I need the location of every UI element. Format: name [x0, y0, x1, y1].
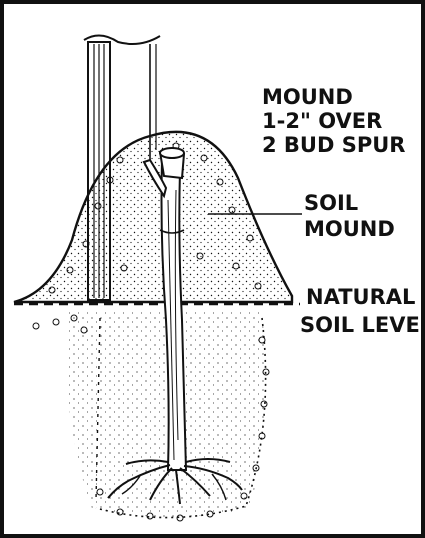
natural-soil-label-line1: NATURAL	[306, 285, 415, 309]
mound-label-line2: 1-2" OVER	[262, 109, 382, 133]
planting-hole	[33, 312, 269, 521]
natural-soil-label-line2: SOIL LEVEL	[300, 313, 425, 337]
soil-mound-label-line1: SOIL	[304, 191, 358, 215]
mound-label-line1: MOUND	[262, 85, 353, 109]
soil-mound-label-line2: MOUND	[304, 217, 395, 241]
mound-label-line3: 2 BUD SPUR	[262, 133, 405, 157]
soil-mound	[14, 132, 292, 302]
